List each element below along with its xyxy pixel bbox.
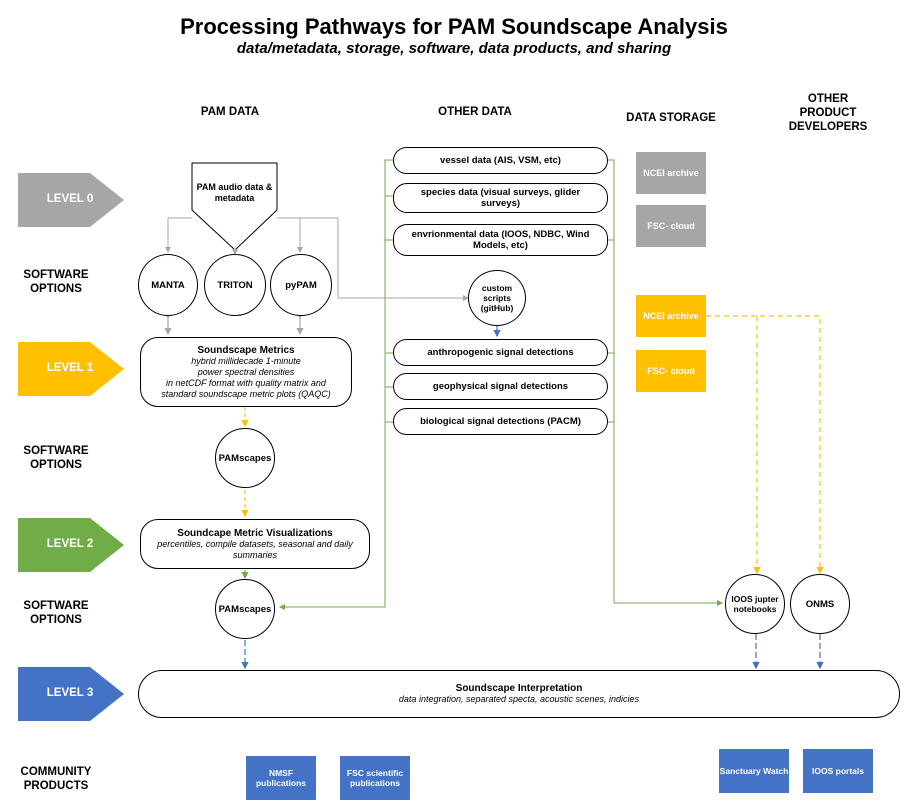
- metric-visualizations-box: Soundcape Metric Visualizations percenti…: [140, 519, 370, 569]
- sanctuary-watch-product: Sanctuary Watch: [719, 749, 789, 793]
- manta-software: MANTA: [138, 254, 198, 316]
- anthropogenic-detections-pill: anthropogenic signal detections: [393, 339, 608, 366]
- ioos-notebooks-software: IOOS jupter notebooks: [725, 574, 785, 634]
- soundscape-metrics-line-1: hybrid millidecade 1-minute: [191, 355, 301, 366]
- custom-scripts-software: custom scripts (gitHub): [468, 270, 526, 326]
- level-0-label: LEVEL 0: [46, 193, 94, 205]
- biological-detections-pill: biological signal detections (PACM): [393, 408, 608, 435]
- level-3-label: LEVEL 3: [46, 687, 94, 699]
- pam-input-shape: [191, 162, 278, 251]
- level-1-chevron: [18, 342, 124, 396]
- soundscape-interpretation-heading: Soundscape Interpretation: [455, 683, 583, 694]
- metric-visualizations-heading: Soundcape Metric Visualizations: [177, 527, 333, 539]
- soundscape-metrics-line-3: in netCDF format with quality matrix and: [166, 377, 326, 388]
- nmsf-publications-product: NMSF publications: [246, 756, 316, 800]
- vessel-data-pill: vessel data (AIS, VSM, etc): [393, 147, 608, 174]
- soundscape-metrics-line-4: standard soundscape metric plots (QAQC): [161, 388, 331, 399]
- species-data-pill: species data (visual surveys, glider sur…: [393, 183, 608, 213]
- geophysical-detections-pill: geophysical signal detections: [393, 373, 608, 400]
- soundscape-metrics-line-2: power spectral densities: [197, 366, 295, 377]
- metric-visualizations-line-2: summaries: [232, 549, 277, 560]
- column-header-pam-data: PAM DATA: [200, 106, 260, 118]
- soundscape-interpretation-line-1: data integration, separated specta, acou…: [398, 694, 640, 704]
- level-1-label: LEVEL 1: [46, 362, 94, 374]
- column-header-other-data: OTHER DATA: [438, 106, 512, 118]
- ioos-portals-product: IOOS portals: [803, 749, 873, 793]
- pamscapes-software-2: PAMscapes: [215, 579, 275, 639]
- pam-audio-input-label: PAM audio data & metadata: [196, 182, 273, 203]
- fsc-publications-product: FSC scientific publications: [340, 756, 410, 800]
- pypam-software: pyPAM: [270, 254, 332, 316]
- software-options-label-2: SOFTWARE OPTIONS: [23, 445, 89, 471]
- column-header-other-developers: OTHER PRODUCT DEVELOPERS: [788, 93, 868, 133]
- column-header-data-storage: DATA STORAGE: [626, 112, 716, 124]
- onms-software: ONMS: [790, 574, 850, 634]
- diagram-subtitle: data/metadata, storage, software, data p…: [236, 40, 672, 57]
- soundscape-metrics-box: Soundscape Metrics hybrid millidecade 1-…: [140, 337, 352, 407]
- level-2-chevron: [18, 518, 124, 572]
- level-0-chevron: [18, 173, 124, 227]
- ncei-archive-storage-level0: NCEI archive: [636, 152, 706, 194]
- level-3-chevron: [18, 667, 124, 721]
- environmental-data-pill: envrionmental data (IOOS, NDBC, Wind Mod…: [393, 224, 608, 256]
- level-2-label: LEVEL 2: [46, 538, 94, 550]
- fsc-cloud-storage-level0: FSC- cloud: [636, 205, 706, 247]
- soundscape-interpretation-box: Soundscape Interpretation data integrati…: [138, 670, 900, 718]
- metric-visualizations-line-1: percentiles, compile datasets, seasonal …: [157, 538, 353, 549]
- community-products-label: COMMUNITY PRODUCTS: [20, 766, 92, 792]
- pamscapes-software-1: PAMscapes: [215, 428, 275, 488]
- software-options-label-1: SOFTWARE OPTIONS: [23, 269, 89, 295]
- triton-software: TRITON: [204, 254, 266, 316]
- fsc-cloud-storage-level1: FSC- cloud: [636, 350, 706, 392]
- soundscape-metrics-heading: Soundscape Metrics: [197, 344, 295, 356]
- software-options-label-3: SOFTWARE OPTIONS: [23, 600, 89, 626]
- ncei-archive-storage-level1: NCEI archive: [636, 295, 706, 337]
- diagram-title: Processing Pathways for PAM Soundscape A…: [180, 14, 728, 39]
